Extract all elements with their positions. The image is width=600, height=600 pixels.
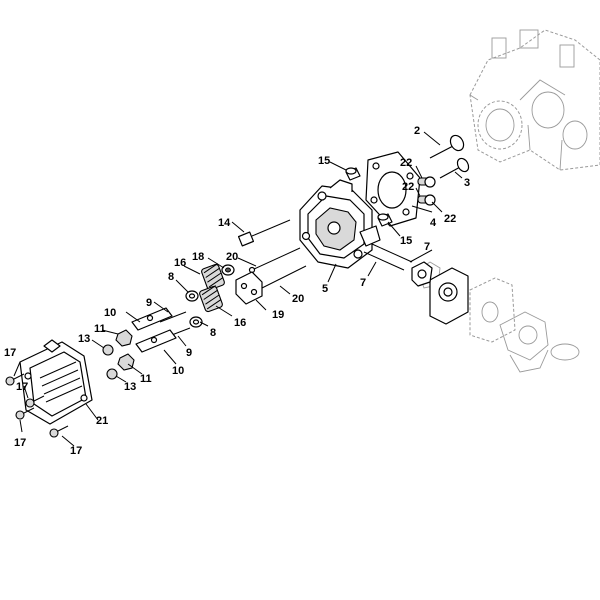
callout-10b: 10: [172, 365, 184, 377]
head-gasket: [365, 151, 421, 227]
callout-labels: 2 3 4 5 7 7 8 8 9 9 10 10 11 11 13 13 14…: [4, 125, 470, 457]
callout-9b: 9: [186, 347, 192, 359]
valve-cover-21: [19, 339, 93, 425]
callout-13b: 13: [124, 381, 136, 393]
callout-11a: 11: [94, 323, 106, 335]
callout-22c: 22: [444, 213, 456, 225]
callout-20b: 20: [292, 293, 304, 305]
intake-spacer: [411, 261, 469, 325]
valve-seats-22: [417, 176, 436, 206]
callout-14: 14: [218, 217, 231, 229]
valve-springs-16: [199, 263, 225, 313]
callout-4: 4: [430, 217, 437, 229]
spring-lower: [199, 285, 223, 313]
callout-13a: 13: [78, 333, 90, 345]
head-bolt-14: [237, 219, 291, 247]
callout-18: 18: [192, 251, 204, 263]
callout-15a: 15: [318, 155, 330, 167]
lock-nuts-13: [102, 344, 118, 380]
callout-22a: 22: [400, 157, 412, 169]
callout-8a: 8: [168, 271, 174, 283]
callout-7b: 7: [360, 277, 366, 289]
rocker-arms-10: [131, 307, 177, 353]
callout-16a: 16: [174, 257, 186, 269]
washers-8: [185, 290, 203, 328]
callout-16b: 16: [234, 317, 246, 329]
bolts-17: [5, 373, 69, 438]
valve-3: [439, 157, 470, 179]
callout-17a: 17: [4, 347, 16, 359]
crankcase-ghost: [469, 29, 600, 171]
nuts-11: [115, 329, 135, 371]
bolt-17c: [15, 407, 35, 420]
dowel-pin-15a: [345, 167, 361, 181]
callout-10a: 10: [104, 307, 116, 319]
retainer-18: [221, 264, 235, 276]
callout-11b: 11: [140, 373, 152, 385]
callout-7a: 7: [424, 241, 430, 253]
callout-8b: 8: [210, 327, 216, 339]
callout-9a: 9: [146, 297, 152, 309]
leader-lines: [13, 131, 463, 447]
callout-20a: 20: [226, 251, 238, 263]
callout-2: 2: [414, 125, 420, 137]
bolt-17d: [49, 425, 69, 438]
callout-17c: 17: [14, 437, 26, 449]
bolt-17a: [5, 373, 25, 386]
callout-17b: 17: [16, 381, 28, 393]
callout-15b: 15: [400, 235, 412, 247]
guide-plate-19: [235, 271, 263, 305]
bolt-17b: [25, 395, 45, 408]
callout-17d: 17: [70, 445, 82, 457]
cylinder-head: [299, 179, 381, 269]
callout-19: 19: [272, 309, 284, 321]
callout-5: 5: [322, 283, 328, 295]
valve-2: [429, 134, 465, 159]
callout-3: 3: [464, 177, 470, 189]
push-rods-7: [363, 243, 413, 271]
callout-21: 21: [96, 415, 108, 427]
carburetor-ghost: [417, 261, 580, 373]
callout-22b: 22: [402, 181, 414, 193]
